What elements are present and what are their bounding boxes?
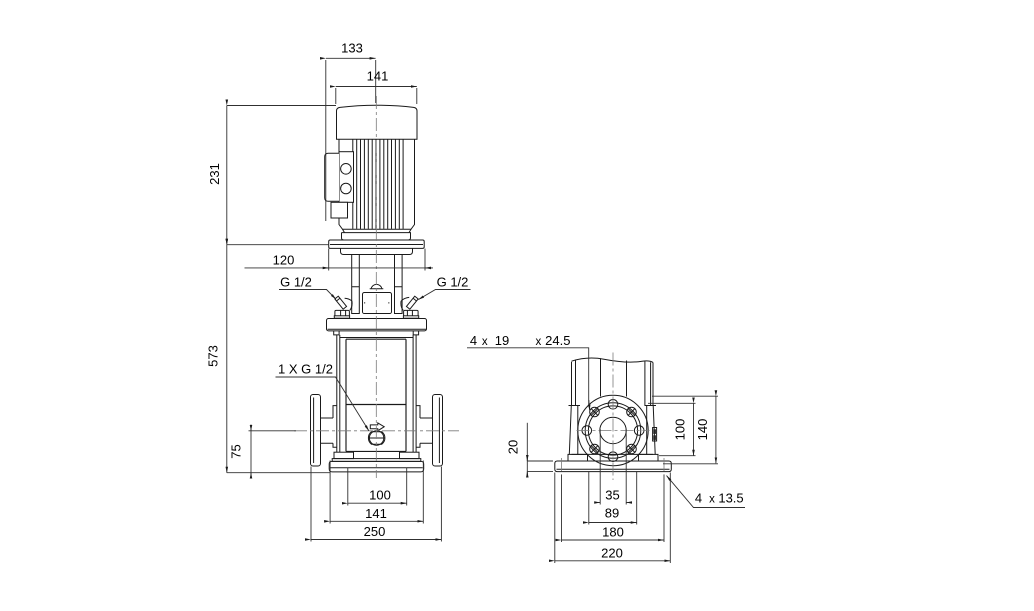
- svg-text:573: 573: [206, 345, 221, 367]
- svg-text:231: 231: [207, 163, 222, 185]
- svg-text:141: 141: [365, 506, 387, 521]
- svg-text:141: 141: [367, 69, 389, 84]
- svg-text:4: 4: [470, 333, 477, 348]
- svg-text:220: 220: [601, 546, 623, 561]
- svg-text:250: 250: [364, 524, 386, 539]
- svg-text:13.5: 13.5: [718, 491, 743, 506]
- svg-text:140: 140: [695, 419, 710, 441]
- svg-text:x: x: [482, 336, 488, 348]
- svg-text:75: 75: [229, 444, 244, 458]
- svg-text:x: x: [536, 336, 542, 348]
- svg-text:35: 35: [605, 488, 619, 503]
- svg-text:20: 20: [506, 440, 521, 454]
- svg-text:4: 4: [695, 491, 702, 506]
- svg-text:100: 100: [369, 488, 391, 503]
- svg-text:120: 120: [273, 253, 295, 268]
- svg-text:100: 100: [673, 419, 688, 441]
- svg-text:1 X G 1/2: 1 X G 1/2: [278, 362, 333, 377]
- svg-text:133: 133: [341, 41, 363, 56]
- svg-text:G 1/2: G 1/2: [280, 275, 312, 290]
- svg-text:19: 19: [495, 333, 509, 348]
- svg-text:180: 180: [602, 525, 624, 540]
- svg-text:x: x: [709, 494, 715, 506]
- svg-text:G 1/2: G 1/2: [437, 275, 469, 290]
- svg-text:24.5: 24.5: [545, 333, 570, 348]
- svg-text:89: 89: [605, 506, 619, 521]
